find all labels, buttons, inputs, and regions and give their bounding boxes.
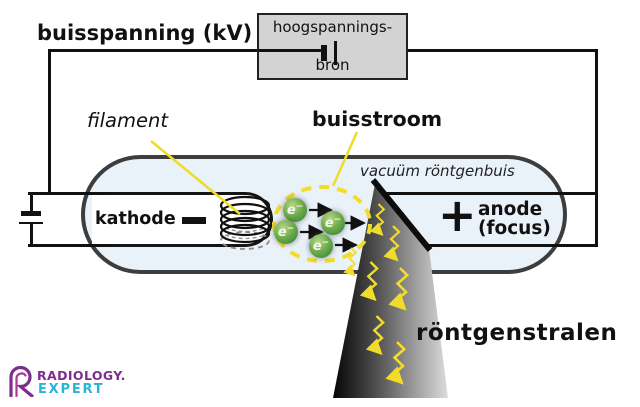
xray-zigzag-arrows — [343, 203, 410, 385]
electron: e− — [309, 234, 333, 258]
wire-top-right — [337, 49, 598, 52]
logo-text-radiology: RADIOLOGY. — [37, 368, 126, 383]
xray-cone — [333, 184, 448, 398]
electron-arrows — [300, 202, 366, 253]
battery-bar-thick — [21, 210, 41, 216]
cathode-label: kathode — [95, 209, 176, 229]
wire-cathode-top — [28, 192, 110, 195]
electron: e− — [321, 211, 345, 235]
wire-anode-bottom — [426, 243, 598, 247]
xray-label: röntgenstralen — [416, 320, 618, 346]
wire-box-left — [259, 49, 321, 52]
tube-voltage-label: buisspanning (kV) — [37, 21, 253, 45]
logo-text-expert: EXPERT — [38, 382, 105, 397]
filament-label: filament — [87, 109, 168, 132]
anode-label-line2: (focus) — [478, 218, 551, 239]
anode-target — [370, 178, 433, 252]
radiology-expert-logo: RADIOLOGY. EXPERT — [8, 366, 138, 398]
tube-current-label: buisstroom — [312, 107, 443, 131]
box-battery-bar-thick — [320, 45, 327, 61]
vacuum-tube-label: vacuüm röntgenbuis — [360, 162, 515, 180]
wire-cathode-bottom — [28, 244, 110, 247]
buisstroom-pointer-line — [331, 131, 359, 187]
wire-left-vertical — [48, 49, 51, 195]
logo-r-icon — [9, 366, 34, 397]
anode-label: anode (focus) — [478, 200, 551, 238]
wire-right-vertical — [595, 49, 598, 247]
box-battery-bar-thin — [334, 41, 337, 65]
filament-pointer-line — [150, 140, 241, 215]
battery-stem-bottom — [29, 224, 33, 246]
hv-source-label-line1: hoogspannings- — [272, 18, 393, 36]
anode-plus-sign: + — [438, 188, 477, 242]
wire-top-left — [48, 49, 259, 52]
anode-label-line1: anode — [478, 199, 543, 220]
battery-bar-thin — [19, 221, 43, 224]
wire-anode-top — [380, 192, 598, 195]
battery-stem-top — [29, 194, 33, 211]
electron: e− — [274, 220, 298, 244]
electron: e− — [283, 198, 307, 222]
minus-sign — [182, 216, 206, 224]
hv-source-box: hoogspannings- bron — [257, 13, 408, 80]
filament-coil — [219, 195, 271, 250]
